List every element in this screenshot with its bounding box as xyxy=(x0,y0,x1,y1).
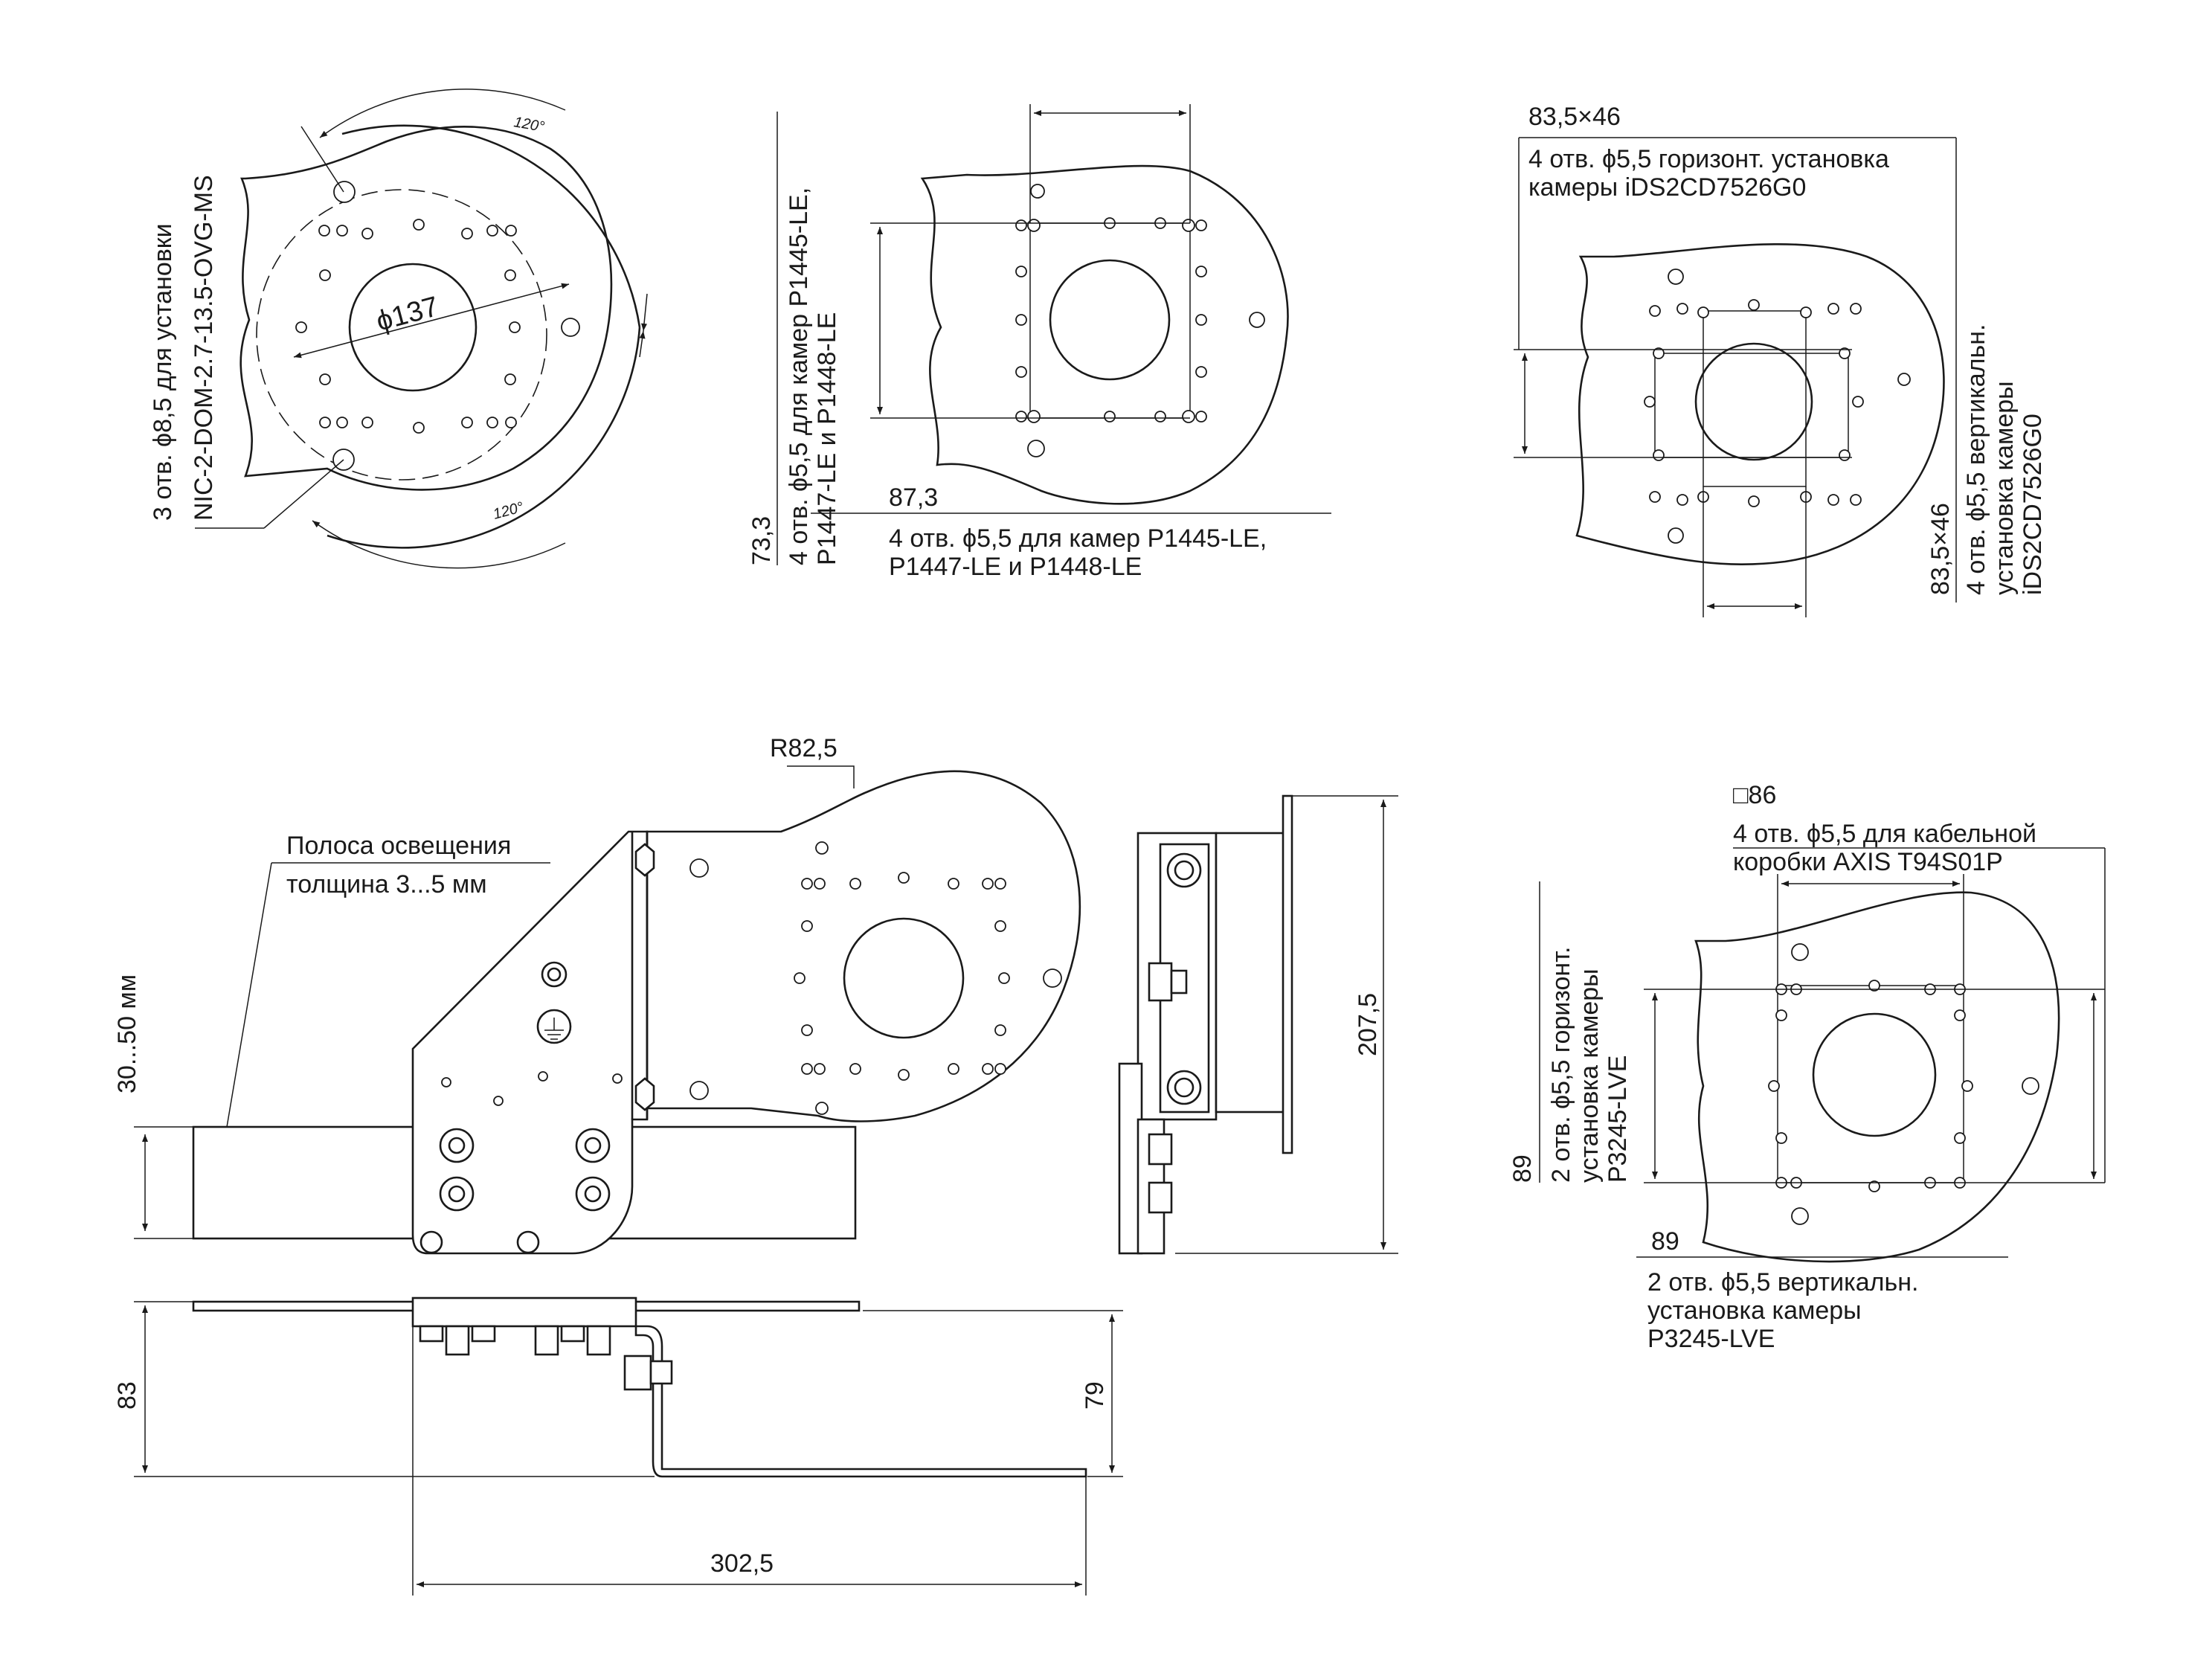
p3245-bottom-text-1: 2 отв. ϕ5,5 вертикальн. xyxy=(1647,1268,1918,1296)
strip-range-label: 30...50 мм xyxy=(113,974,141,1093)
p3245-top-text-1: 4 отв. ϕ5,5 для кабельной xyxy=(1733,820,2036,848)
p3245-square-dim: □86 xyxy=(1733,781,1776,809)
p3245-holes xyxy=(1768,943,2039,1225)
ids-side-text-2: установка камеры xyxy=(1990,381,2019,595)
p1445-bottom-text-2: P1447-LE и P1448-LE xyxy=(889,553,1142,581)
front-holes xyxy=(689,841,1062,1115)
dome-diameter-label: ϕ137 xyxy=(373,291,442,337)
p3245-top-text-2: коробки AXIS T94S01P xyxy=(1733,848,2003,876)
ids-side-dim: 83,5×46 xyxy=(1926,503,1955,595)
ids-holes xyxy=(1644,269,1911,544)
p3245-left-text-1: 2 отв. ϕ5,5 горизонт. xyxy=(1547,947,1575,1183)
p3245-bottom-text-3: P3245-LVE xyxy=(1647,1325,1775,1353)
p3245-bottom-text-2: установка камеры xyxy=(1647,1296,1862,1325)
ids-mount-view: 83,5×46 4 отв. ϕ5,5 горизонт. установка … xyxy=(1514,103,2047,617)
p1445-width-dim: 87,3 xyxy=(889,483,938,512)
side-height-dim: 207,5 xyxy=(1354,993,1382,1056)
dome-angle-top: 120° xyxy=(512,114,546,135)
p3245-left-text-3: P3245-LVE xyxy=(1604,1055,1632,1183)
p3245-left-text-2: установка камеры xyxy=(1575,968,1604,1183)
top-width-dim: 302,5 xyxy=(710,1549,774,1578)
ids-side-text-3: iDS2CD7526G0 xyxy=(2019,414,2047,595)
dome-mount-holes xyxy=(295,219,521,434)
p1445-side-text-2: P1447-LE и P1448-LE xyxy=(813,312,841,565)
p1445-side-text-1: 4 отв. ϕ5,5 для камер P1445-LE, xyxy=(785,187,813,565)
ids-top-text-2: камеры iDS2CD7526G0 xyxy=(1528,173,1806,202)
ground-terminal xyxy=(536,1009,572,1044)
axis-p3245-view: □86 4 отв. ϕ5,5 для кабельной коробки AX… xyxy=(1508,781,2106,1353)
dome-angle-bottom: 120° xyxy=(492,499,526,523)
top-inner-height: 79 xyxy=(1081,1381,1109,1410)
p1445-height-dim: 73,3 xyxy=(747,516,776,565)
front-bolts xyxy=(419,843,655,1254)
p1445-bottom-text-1: 4 отв. ϕ5,5 для камер P1445-LE, xyxy=(889,524,1267,553)
strip-label-2: толщина 3...5 мм xyxy=(286,870,487,899)
axis-p1445-view: 73,3 4 отв. ϕ5,5 для камер P1445-LE, P14… xyxy=(747,104,1331,581)
ids-top-text-1: 4 отв. ϕ5,5 горизонт. установка xyxy=(1528,145,1889,173)
top-total-height: 83 xyxy=(113,1381,141,1410)
front-view: R82,5 Полоса освещения толщина 3...5 мм … xyxy=(113,734,1081,1255)
dome-callout-text: 3 отв. ϕ8,5 для установки xyxy=(149,223,177,521)
dome-callout-model: NIC-2-DOM-2.7-13.5-OVG-MS xyxy=(190,175,218,521)
p3245-bottom-dim: 89 xyxy=(1651,1227,1679,1256)
p3245-left-dim: 89 xyxy=(1508,1154,1537,1183)
front-radius-label: R82,5 xyxy=(770,734,837,762)
strip-label-1: Полоса освещения xyxy=(286,832,511,860)
ids-top-dim: 83,5×46 xyxy=(1528,103,1621,131)
top-view: 302,5 83 79 xyxy=(113,1296,1123,1596)
p1445-holes xyxy=(1015,184,1265,457)
dome-mount-view: ϕ137 120° 120° 3 отв. ϕ8,5 для установки… xyxy=(149,89,648,569)
ids-side-text-1: 4 отв. ϕ5,5 вертикальн. xyxy=(1962,324,1990,595)
side-view: 207,5 xyxy=(1118,794,1398,1255)
